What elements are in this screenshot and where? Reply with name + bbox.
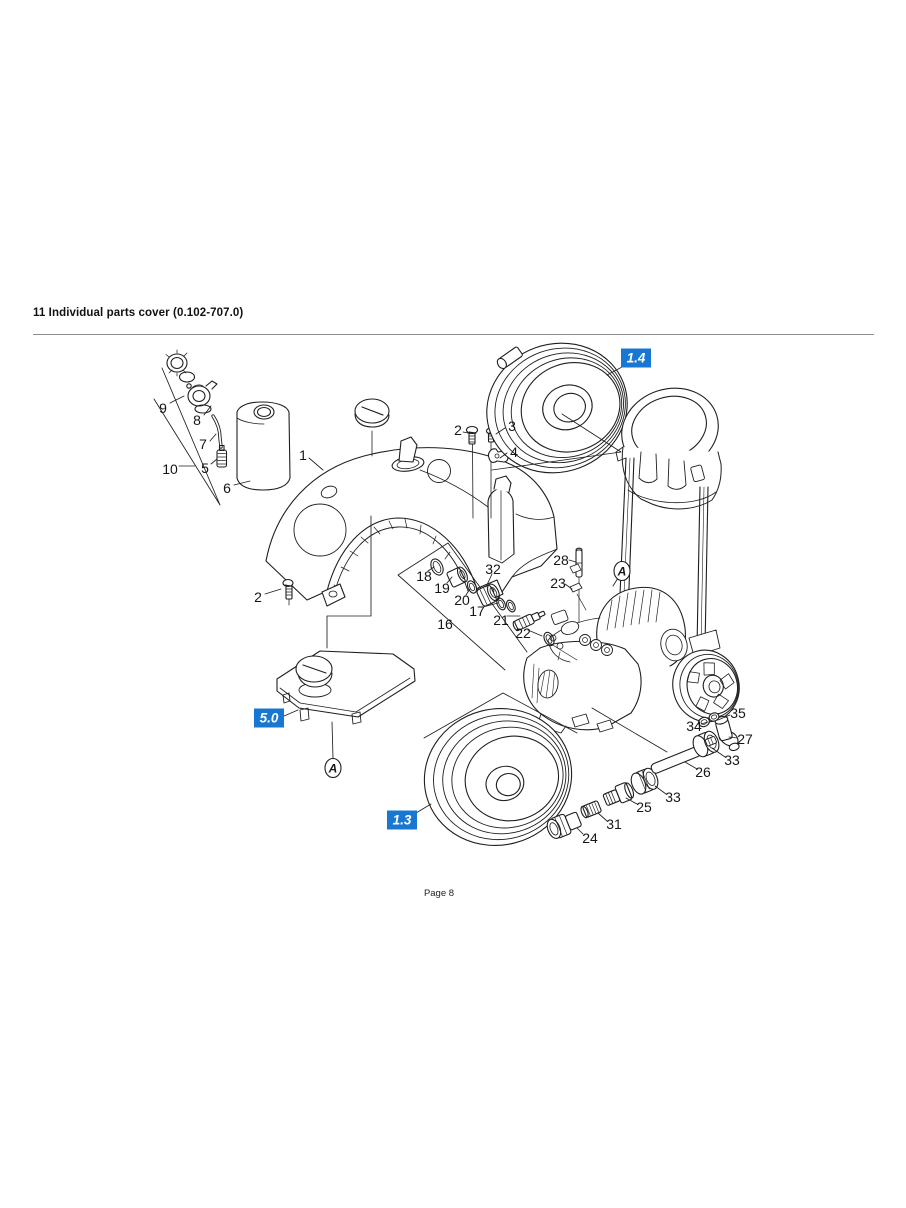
- part-label-17: 17: [469, 603, 485, 619]
- detergent-tray: [276, 650, 416, 725]
- handle-frame: [606, 387, 722, 657]
- detail-marker-circle: [613, 560, 631, 582]
- part-label-7: 7: [199, 436, 207, 452]
- part-label-27: 27: [737, 731, 753, 747]
- part-label-2: 2: [454, 422, 462, 438]
- part-label-20: 20: [454, 592, 470, 608]
- part-label-33: 33: [724, 752, 740, 768]
- detail-marker-A: A: [617, 565, 627, 579]
- part-label-33: 33: [665, 789, 681, 805]
- part-label-35: 35: [730, 705, 746, 721]
- reference-box-1.3: [387, 810, 417, 830]
- detail-marker-A: A: [328, 762, 338, 776]
- part-label-8: 8: [193, 412, 201, 428]
- part-label-23: 23: [550, 575, 566, 591]
- detail-marker-circle: [324, 757, 342, 779]
- hose-reel-drum: [486, 342, 628, 474]
- tank-cap-assembly: [153, 349, 228, 506]
- part-label-5: 5: [201, 460, 209, 476]
- part-label-26: 26: [695, 764, 711, 780]
- part-label-22: 22: [515, 625, 531, 641]
- part-label-34: 34: [686, 718, 702, 734]
- reference-box-5.0: [254, 708, 284, 728]
- leader-lines: [169, 366, 738, 835]
- title-rule: [33, 334, 874, 335]
- part-label-32: 32: [485, 561, 501, 577]
- part-label-28: 28: [553, 552, 569, 568]
- part-label-21: 21: [493, 612, 509, 628]
- reference-box-1.4: [621, 348, 651, 368]
- detergent-tank: [236, 401, 291, 491]
- part-label-25: 25: [636, 799, 652, 815]
- part-label-1: 1: [299, 447, 307, 463]
- motor-pump-assembly: [523, 586, 688, 734]
- part-label-4: 4: [510, 444, 518, 460]
- reference-box-label-1.4: 1.4: [627, 351, 646, 366]
- part-label-24: 24: [582, 830, 598, 846]
- reference-box-label-5.0: 5.0: [260, 711, 279, 726]
- part-label-10: 10: [162, 461, 178, 477]
- part-label-9: 9: [159, 400, 167, 416]
- part-label-3: 3: [508, 418, 516, 434]
- part-label-31: 31: [606, 816, 622, 832]
- filler-cap: [354, 398, 390, 457]
- page-number: Page 8: [423, 888, 455, 899]
- part-label-18: 18: [416, 568, 432, 584]
- part-label-19: 19: [434, 580, 450, 596]
- cover-part: [265, 436, 558, 607]
- front-wheel: [423, 708, 573, 846]
- part-label-16: 16: [437, 616, 453, 632]
- inlet-coupling-parts: [546, 712, 740, 839]
- reference-box-label-1.3: 1.3: [393, 813, 412, 828]
- section-title: 11 Individual parts cover (0.102-707.0): [33, 307, 244, 319]
- part-label-2: 2: [254, 589, 262, 605]
- part-label-6: 6: [223, 480, 231, 496]
- valve-parts-row: [397, 542, 587, 671]
